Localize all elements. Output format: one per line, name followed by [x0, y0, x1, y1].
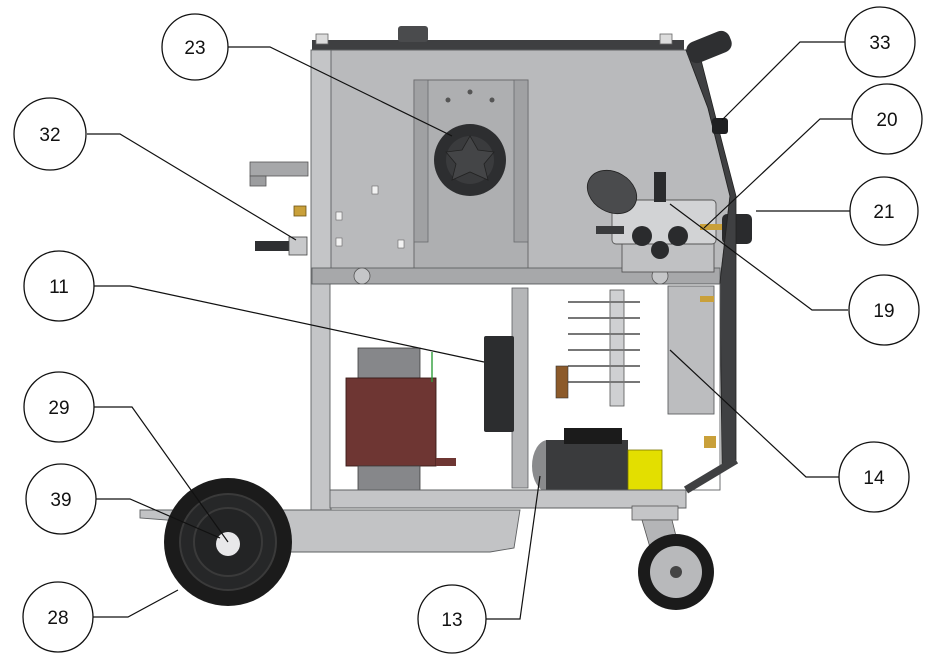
svg-text:29: 29 [48, 398, 69, 419]
svg-text:19: 19 [873, 301, 894, 322]
pcb-bracket [667, 285, 715, 415]
leader-11 [94, 285, 485, 363]
callout-29: 29 [23, 371, 95, 443]
leader-32 [87, 133, 297, 241]
svg-text:28: 28 [47, 608, 68, 629]
leader-13 [486, 475, 541, 620]
control-knob [712, 118, 728, 134]
wheel-hub-cap [216, 532, 240, 556]
internal-divider [511, 287, 529, 489]
wire-guide [700, 224, 726, 230]
svg-text:39: 39 [50, 490, 71, 511]
callout-21: 21 [849, 176, 919, 246]
top-knob [398, 26, 428, 42]
leader-29 [94, 406, 229, 543]
svg-text:33: 33 [869, 33, 890, 54]
svg-text:11: 11 [49, 277, 69, 298]
drive-roller-left [632, 226, 652, 246]
top-rail [312, 40, 684, 51]
front-handle [686, 30, 732, 64]
callout-33: 33 [844, 6, 916, 78]
transformer [345, 347, 456, 493]
callout-20: 20 [851, 83, 923, 155]
machine-body [139, 26, 752, 610]
gas-inlet-fitting [288, 236, 308, 256]
svg-text:20: 20 [876, 110, 897, 131]
front-caster [631, 505, 714, 610]
leader-28 [93, 589, 179, 618]
leader-lines [87, 41, 852, 620]
drive-roller-right [668, 226, 688, 246]
leader-33 [721, 41, 845, 121]
callout-23: 23 [161, 13, 229, 81]
rectifier-heatsink [555, 289, 640, 407]
base-tray [329, 489, 687, 509]
choke [484, 336, 514, 432]
leader-20 [703, 118, 852, 229]
gas-fitting-upper [293, 205, 307, 217]
svg-text:14: 14 [863, 468, 885, 489]
callout-11: 11 [23, 250, 95, 322]
callout-39: 39 [25, 463, 97, 535]
callout-32: 32 [13, 97, 87, 171]
callout-28: 28 [22, 581, 94, 653]
wire-feeder [586, 169, 726, 273]
svg-text:23: 23 [184, 38, 205, 59]
callout-14: 14 [838, 441, 910, 513]
callout-13: 13 [417, 584, 487, 654]
leader-39 [96, 498, 221, 539]
leader-19 [669, 203, 848, 311]
rear-bracket [249, 161, 309, 177]
leader-14 [669, 349, 839, 478]
svg-text:21: 21 [873, 202, 894, 223]
gas-inlet-hose [255, 241, 295, 251]
callout-19: 19 [848, 274, 920, 346]
svg-text:13: 13 [441, 610, 462, 631]
leader-23 [227, 46, 453, 137]
svg-text:32: 32 [39, 125, 60, 146]
